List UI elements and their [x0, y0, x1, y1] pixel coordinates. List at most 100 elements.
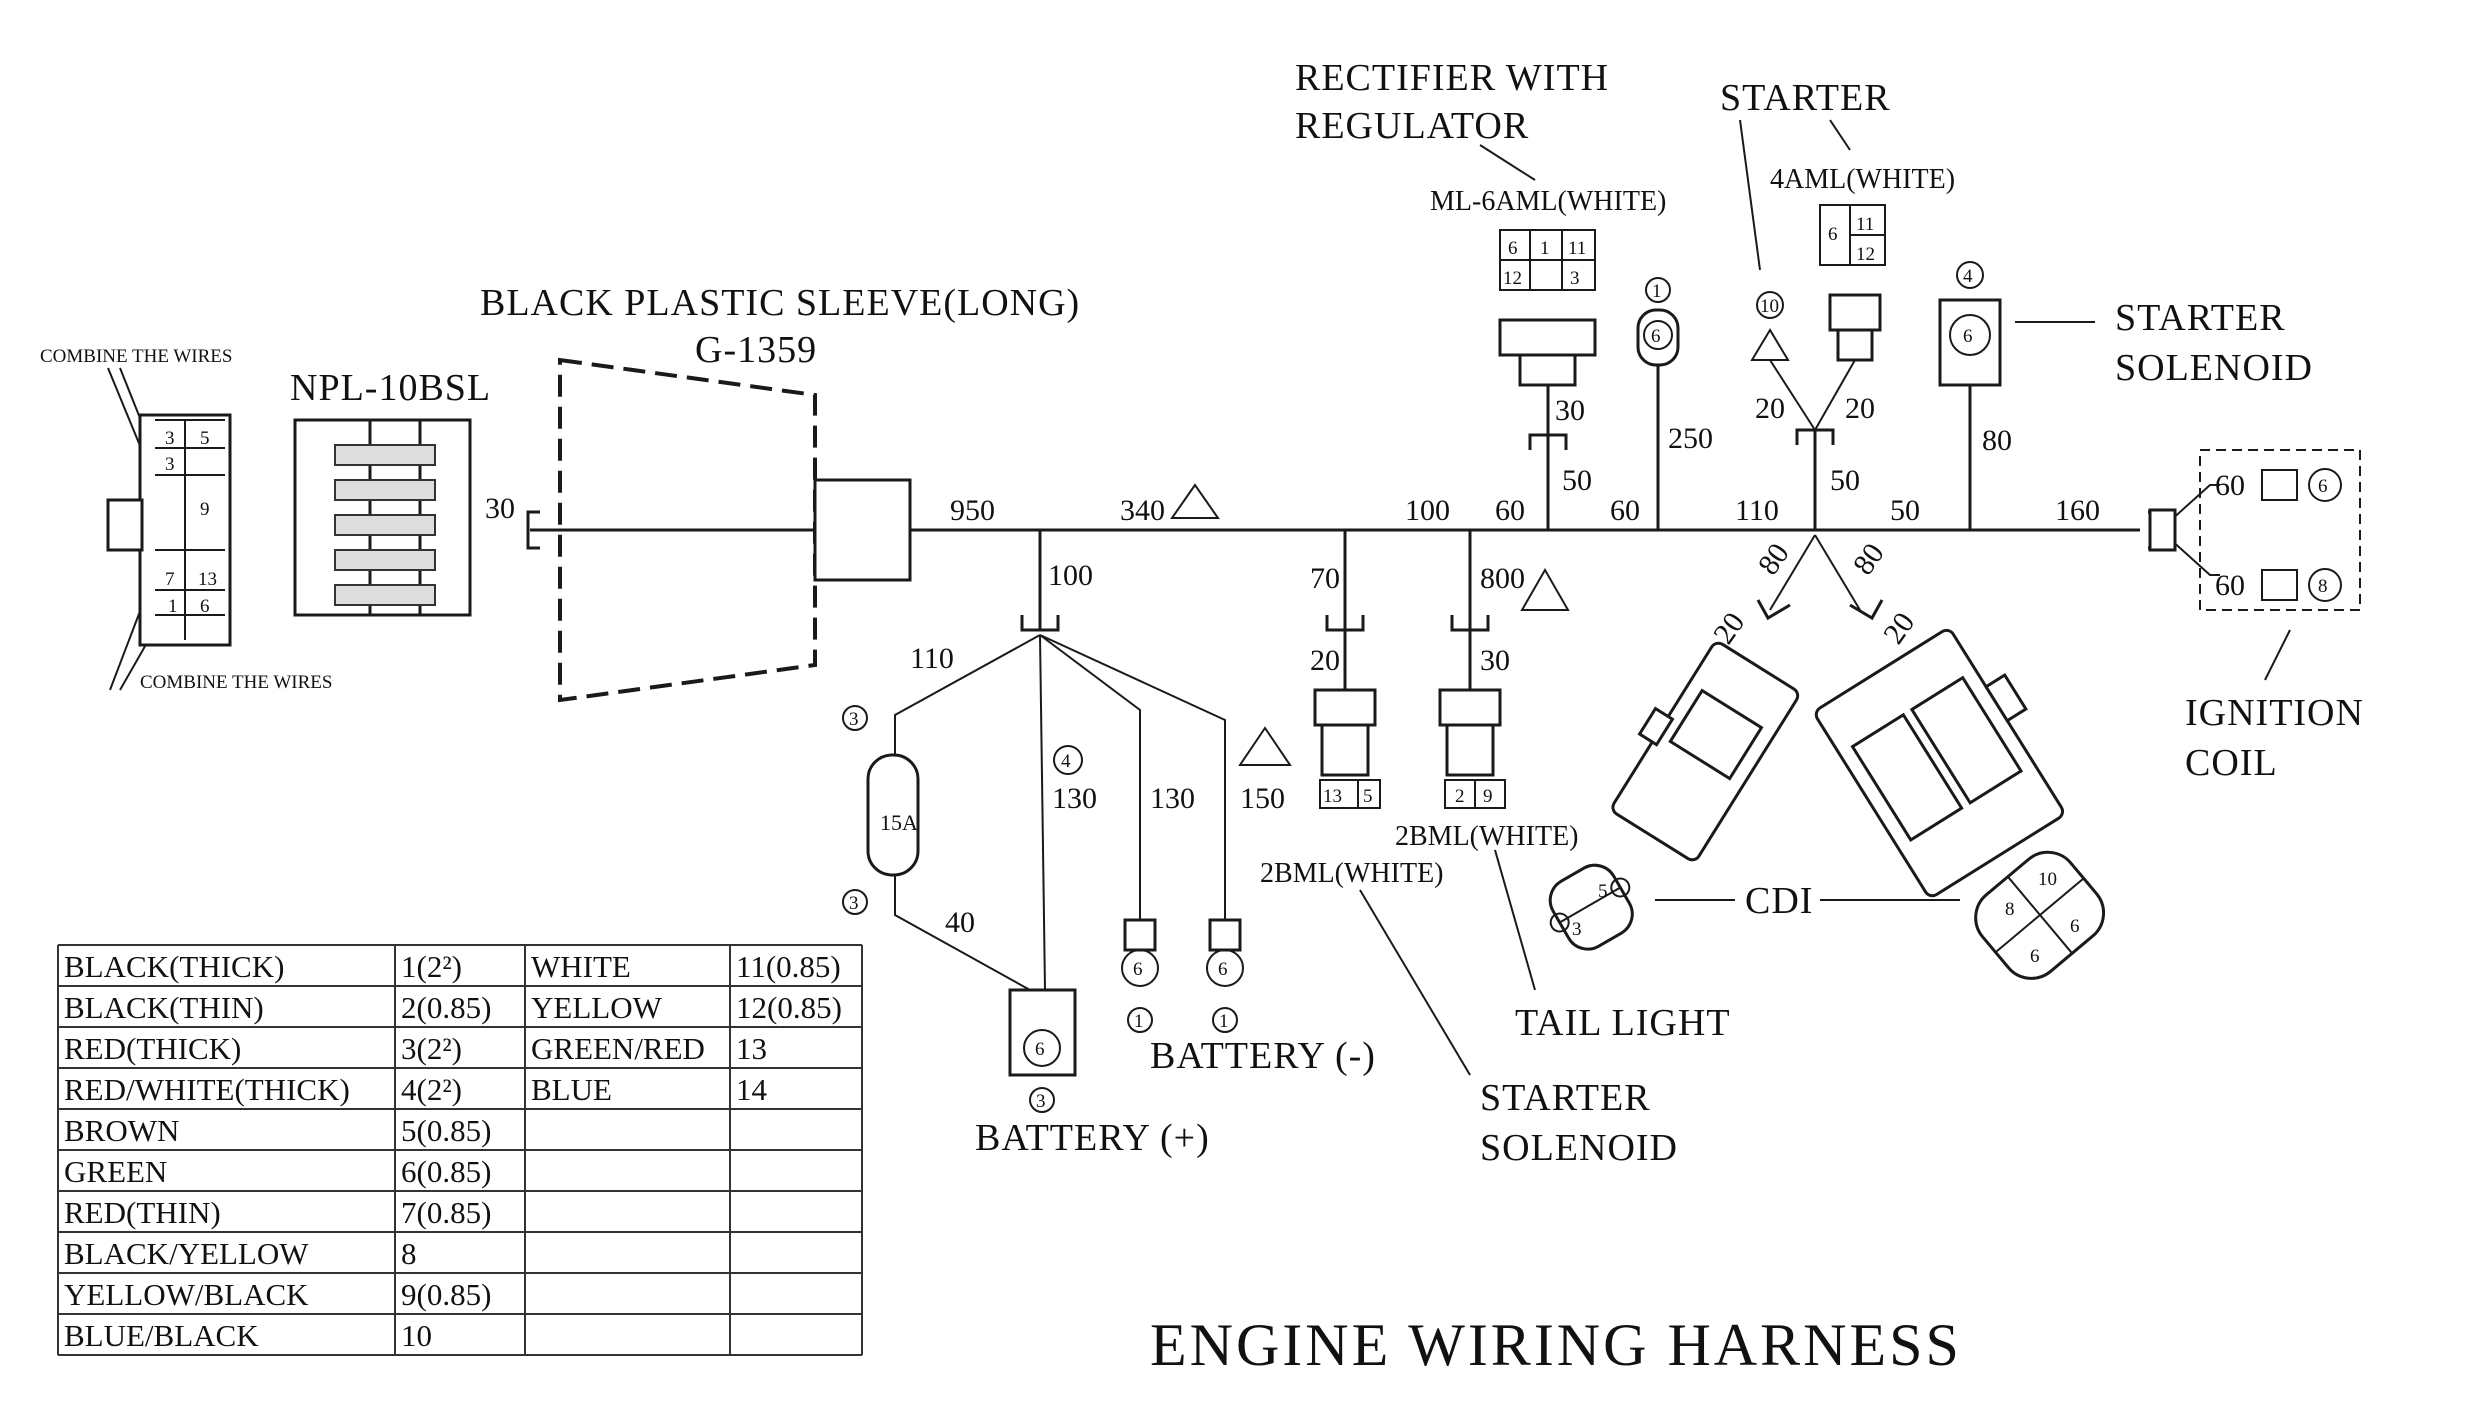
starter-label: STARTER: [1720, 77, 1891, 119]
table-cell: BLACK(THIN): [64, 990, 264, 1025]
npl-pin: 6: [200, 596, 210, 617]
dim-30-left: 30: [485, 492, 515, 525]
dim-80-r: 80: [1847, 537, 1891, 581]
ignition-coil-label-2: COIL: [2185, 742, 2278, 784]
table-cell: 8: [401, 1236, 417, 1271]
combine-wires-top-label: COMBINE THE WIRES: [40, 346, 232, 367]
npl-pin: 7: [165, 569, 175, 590]
table-cell: 5(0.85): [401, 1113, 491, 1148]
table-cell: 3(2²): [401, 1031, 462, 1066]
dim-20-st-l: 20: [1755, 392, 1785, 425]
battery-pos-label: BATTERY (+): [975, 1117, 1210, 1159]
conn-2bml-b-label: 2BML(WHITE): [1395, 821, 1579, 852]
npl-pin: 3: [165, 454, 175, 475]
dim-60-b: 60: [1610, 494, 1640, 527]
dim-70: 70: [1310, 562, 1340, 595]
table-cell: 9(0.85): [401, 1277, 491, 1312]
table-cell: 7(0.85): [401, 1195, 491, 1230]
starter-pin: 12: [1856, 244, 1875, 265]
starter-connector-label: 4AML(WHITE): [1770, 164, 1955, 195]
dim-100-branch: 100: [1048, 559, 1093, 592]
starter-solenoid-bottom-label-2: SOLENOID: [1480, 1127, 1678, 1169]
table-cell: 1(2²): [401, 949, 462, 984]
cdi-left-pin: 5: [1598, 881, 1608, 902]
starter: STARTER 4AML(WHITE) 6 11 12 10 20 20 50: [1720, 77, 1955, 530]
table-cell: 13: [736, 1031, 767, 1066]
table-cell: YELLOW: [531, 990, 663, 1025]
starter-solenoid-top-label-1: STARTER: [2115, 297, 2286, 339]
dim-60-a: 60: [1495, 494, 1525, 527]
sol-ring-top-ref: 4: [1963, 266, 1973, 287]
warning-triangle-icon: [1170, 483, 1220, 519]
bat-pos-bottom-ref: 3: [1036, 1091, 1046, 1112]
rectifier-label-2: REGULATOR: [1295, 105, 1529, 147]
sleeve-name-label: BLACK PLASTIC SLEEVE(LONG): [480, 282, 1080, 324]
table-cell: 6(0.85): [401, 1154, 491, 1189]
rect-pin: 11: [1568, 238, 1586, 259]
bat-neg-ref-a: 1: [1134, 1011, 1144, 1032]
conn-a-pin: 13: [1323, 786, 1342, 807]
cdi-right-pin: 6: [2070, 916, 2080, 937]
npl-connector-end: COMBINE THE WIRES COMBINE THE WIRES 3 5 …: [40, 346, 491, 693]
dim-110-main: 110: [1735, 494, 1779, 527]
table-cell: 11(0.85): [736, 949, 841, 984]
table-cell: BLACK/YELLOW: [64, 1236, 309, 1271]
dim-30-b: 30: [1480, 644, 1510, 677]
dim-50-main: 50: [1890, 494, 1920, 527]
ignition-coil: 60 60 6 8 IGNITION COIL: [2148, 449, 2363, 784]
starter-pin: 11: [1856, 214, 1874, 235]
color-code-table: BLACK(THICK) 1(2²) WHITE 11(0.85) BLACK(THIN…: [57, 944, 863, 1356]
tail-light-label: TAIL LIGHT: [1515, 1002, 1731, 1044]
fuse-label: 15A: [880, 810, 918, 835]
table-cell: GREEN/RED: [531, 1031, 705, 1066]
table-cell: RED/WHITE(THICK): [64, 1072, 350, 1107]
dim-130-a: 130: [1052, 782, 1097, 815]
table-cell: RED(THIN): [64, 1195, 221, 1230]
rectifier-label-1: RECTIFIER WITH: [1295, 57, 1609, 99]
npl-pin: 1: [168, 596, 178, 617]
dim-150: 150: [1240, 782, 1285, 815]
table-cell: BLACK(THICK): [64, 949, 284, 984]
dim-110-branch: 110: [910, 642, 954, 675]
starter-solenoid-bottom-label-1: STARTER: [1480, 1077, 1651, 1119]
warning-triangle-icon: [1238, 726, 1292, 766]
cdi-branches: 80 80 20 20: [1611, 534, 2065, 898]
table-cell: 14: [736, 1072, 768, 1107]
cdi: 5 3 CDI 10 8 6 6: [1548, 850, 2106, 980]
rect-pin: 12: [1503, 268, 1522, 289]
npl-model-label: NPL-10BSL: [290, 367, 491, 409]
dim-40: 40: [945, 906, 975, 939]
starter-ring-top-ref: 10: [1760, 296, 1779, 317]
table-cell: 4(2²): [401, 1072, 462, 1107]
ring-terminal-250: 1 6 250: [1636, 277, 1713, 530]
sol-ring-ref: 6: [1963, 326, 1973, 347]
table-cell: RED(THICK): [64, 1031, 241, 1066]
fuse-top-ref: 3: [849, 709, 859, 730]
tail-light-branch: 800 30 2 9 2BML(WHITE) TAIL LIGHT: [1395, 530, 1731, 1044]
cdi-left-pin: 3: [1572, 919, 1582, 940]
dim-130-b: 130: [1150, 782, 1195, 815]
starter-pin: 6: [1828, 224, 1838, 245]
rectifier-connector-label: ML-6AML(WHITE): [1430, 186, 1666, 217]
warning-triangle-icon: [1750, 328, 1790, 361]
dim-50-rect: 50: [1562, 464, 1592, 497]
dim-50-st: 50: [1830, 464, 1860, 497]
npl-pin: 9: [200, 499, 210, 520]
ign-ring-a: 6: [2318, 476, 2328, 497]
ign-ring-b: 8: [2318, 576, 2328, 597]
black-plastic-sleeve: BLACK PLASTIC SLEEVE(LONG) G-1359: [480, 282, 1080, 703]
dim-20-a: 20: [1310, 644, 1340, 677]
dim-100-main: 100: [1405, 494, 1450, 527]
rect-pin: 6: [1508, 238, 1518, 259]
dim-340: 340: [1120, 494, 1165, 527]
cdi-label: CDI: [1745, 880, 1813, 922]
dim-30-rect: 30: [1555, 394, 1585, 427]
npl-pin: 13: [198, 569, 217, 590]
ring-250-top-ref: 1: [1652, 281, 1662, 302]
conn-b-pin: 9: [1483, 786, 1493, 807]
conn-a-pin: 5: [1363, 786, 1373, 807]
starter-solenoid-top-label-2: SOLENOID: [2115, 347, 2313, 389]
table-cell: WHITE: [531, 949, 631, 984]
main-trunk: 30 950 340 100 60 60 110 50 160: [485, 483, 2162, 550]
